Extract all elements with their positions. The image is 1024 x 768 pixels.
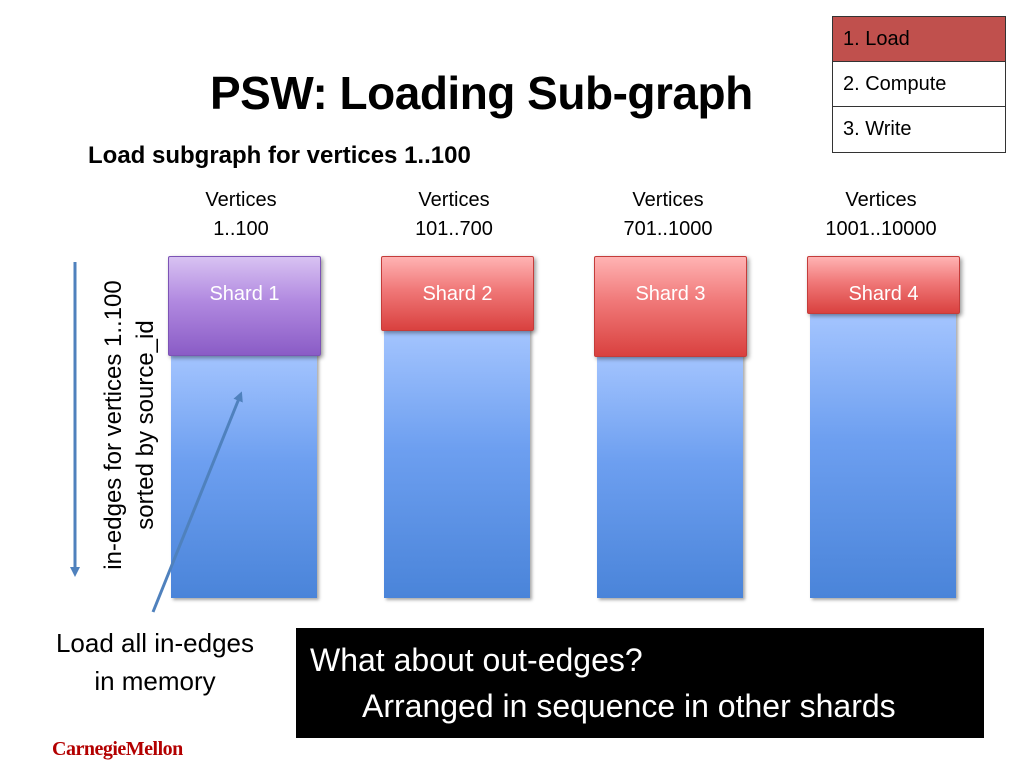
side-label-line2: sorted by source_id: [132, 320, 159, 530]
callout-line2: Arranged in sequence in other shards: [362, 688, 896, 724]
shard-column-4: [810, 310, 956, 598]
shard-column-2: [384, 326, 530, 598]
vertex-range-label-3: Vertices 701..1000: [583, 186, 753, 244]
vertices-word: Vertices: [205, 189, 277, 211]
slide-title: PSW: Loading Sub-graph: [210, 67, 753, 119]
callout-box: What about out-edges? Arranged in sequen…: [296, 628, 984, 738]
vertex-range-label-4: Vertices 1001..10000: [796, 186, 966, 244]
shard-block-2: Shard 2: [381, 256, 534, 331]
pointer-arrow: [151, 391, 243, 613]
carnegie-mellon-logo: CarnegieMellon: [52, 738, 183, 760]
step-table: 1. Load 2. Compute 3. Write: [832, 16, 1006, 153]
vertex-range: 1..100: [213, 218, 269, 240]
step-load: 1. Load: [833, 17, 1005, 62]
callout-line1: What about out-edges?: [310, 642, 643, 678]
vertex-range-label-1: Vertices 1..100: [156, 186, 326, 244]
vertex-range-label-2: Vertices 101..700: [369, 186, 539, 244]
vertex-range: 701..1000: [623, 218, 713, 240]
step-compute: 2. Compute: [833, 62, 1005, 107]
shard-column-3: [597, 350, 743, 598]
load-note: Load all in-edges in memory: [30, 624, 280, 700]
vertices-word: Vertices: [632, 189, 704, 211]
side-label-line1: in-edges for vertices 1..100: [100, 280, 127, 570]
side-label: in-edges for vertices 1..100 sorted by s…: [98, 268, 162, 582]
shard-column-1: [171, 350, 317, 598]
shard-block-4: Shard 4: [807, 256, 960, 314]
step-write: 3. Write: [843, 118, 912, 140]
vertex-range: 101..700: [415, 218, 493, 240]
vertices-word: Vertices: [845, 189, 917, 211]
vertex-range: 1001..10000: [825, 218, 937, 240]
load-note-line2: in memory: [94, 666, 216, 696]
shard-block-3: Shard 3: [594, 256, 747, 357]
load-note-line1: Load all in-edges: [55, 628, 255, 658]
shard-block-1: Shard 1: [168, 256, 321, 356]
slide-subtitle: Load subgraph for vertices 1..100: [88, 142, 471, 169]
vertices-word: Vertices: [418, 189, 490, 211]
